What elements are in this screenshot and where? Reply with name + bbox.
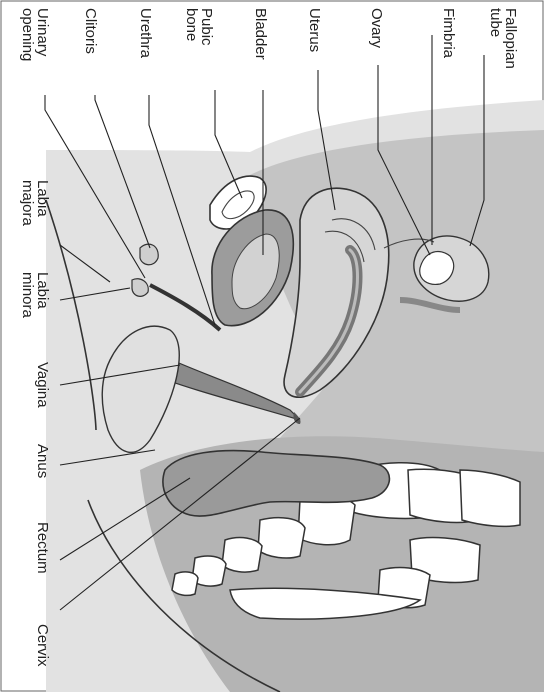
label-urinary-opening: Urinary opening xyxy=(19,8,51,61)
label-cervix: Cervix xyxy=(34,624,51,667)
label-labia-minora: Labia minora xyxy=(19,272,51,319)
label-clitoris: Clitoris xyxy=(82,8,99,54)
label-fimbria: Fimbria xyxy=(440,8,457,59)
label-labia-majora: Labia majora xyxy=(19,180,51,227)
clitoris-shape xyxy=(140,244,158,265)
label-ovary: Ovary xyxy=(368,8,385,49)
label-vagina: Vagina xyxy=(34,362,51,408)
label-anus: Anus xyxy=(34,444,51,478)
label-uterus: Uterus xyxy=(306,8,323,52)
label-bladder: Bladder xyxy=(252,8,269,60)
label-rectum: Rectum xyxy=(34,522,51,574)
label-urethra: Urethra xyxy=(137,8,154,59)
